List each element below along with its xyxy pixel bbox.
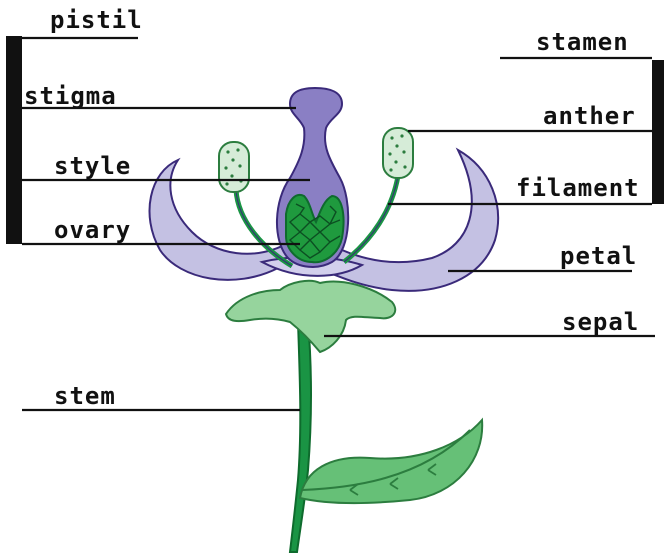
leaf [300, 420, 482, 503]
filament-label: filament [516, 174, 640, 202]
petal-label: petal [560, 242, 637, 270]
anther-label: anther [543, 102, 636, 130]
stem-label: stem [54, 382, 116, 410]
sepal-label: sepal [562, 308, 639, 336]
right-filament-outline [344, 176, 398, 262]
stamen-label: stamen [536, 28, 629, 56]
right-anther [383, 128, 413, 178]
pistil-label: pistil [50, 6, 143, 34]
style-label: style [54, 152, 131, 180]
pistil-bracket [6, 36, 22, 244]
ovary-label: ovary [54, 216, 131, 244]
stamen-bracket [652, 60, 664, 204]
sepal-shape [226, 281, 395, 352]
left-anther [219, 142, 249, 192]
stigma-label: stigma [24, 82, 117, 110]
right-filament-shape [344, 176, 398, 262]
stem-shape [290, 320, 311, 552]
